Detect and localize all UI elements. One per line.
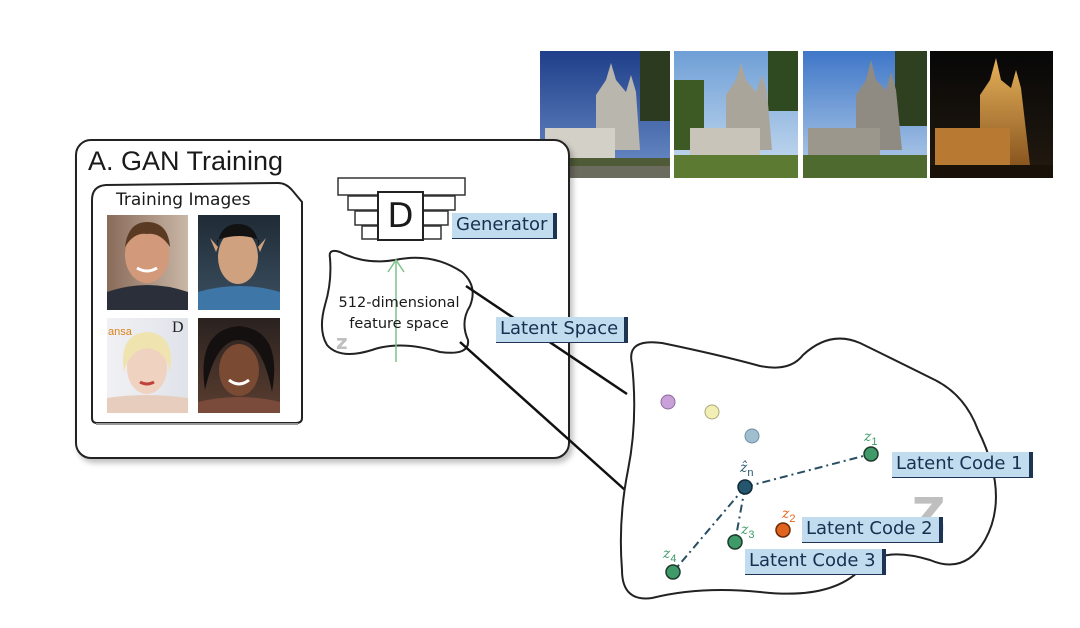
face-photo-3: ansa D (107, 318, 188, 413)
latent-space-label: Latent Space (496, 317, 629, 343)
latent-code-2-label: Latent Code 2 (802, 517, 943, 543)
feature-space-line-2: feature space (349, 316, 449, 332)
face-photo-2 (198, 215, 280, 310)
latent-code-1-dot (863, 446, 879, 462)
panel-title: A. GAN Training (88, 146, 284, 176)
light-blue-dot (744, 428, 760, 444)
feature-space-blob (321, 249, 474, 355)
latent-code-1-label: Latent Code 1 (892, 452, 1033, 478)
svg-text:D: D (172, 319, 184, 336)
face-photo-1 (107, 215, 188, 310)
z1-symbol: z1 (864, 429, 878, 449)
z2-symbol: z2 (782, 506, 796, 526)
generator-label: Generator (452, 213, 558, 239)
feature-space-label: 512-dimensional feature space (334, 293, 464, 335)
feature-space-line-1: 512-dimensional (338, 295, 460, 311)
face-photo-4 (198, 318, 280, 413)
latent-code-2-dot (775, 522, 791, 538)
feature-space-z-mark: z (336, 330, 348, 354)
generator-letter: D (387, 196, 414, 236)
cathedral-image-3 (803, 51, 927, 178)
svg-text:ansa: ansa (108, 326, 133, 338)
connector-line-lower (459, 341, 626, 491)
latent-code-n-dot (737, 479, 753, 495)
latent-code-3-label: Latent Code 3 (745, 549, 886, 575)
latent-code-3-dot (727, 534, 743, 550)
z3-symbol: z3 (741, 522, 755, 542)
cathedral-image-2 (674, 51, 798, 178)
zn-symbol: ẑn (740, 460, 754, 480)
latent-links (672, 453, 872, 573)
latent-code-4-dot (665, 564, 681, 580)
violet-dot (660, 394, 676, 410)
z4-symbol: z4 (663, 546, 677, 566)
yellow-dot (704, 404, 720, 420)
training-images-label: Training Images (116, 190, 251, 210)
cathedral-image-1 (540, 51, 670, 178)
cathedral-image-4 (930, 51, 1053, 178)
